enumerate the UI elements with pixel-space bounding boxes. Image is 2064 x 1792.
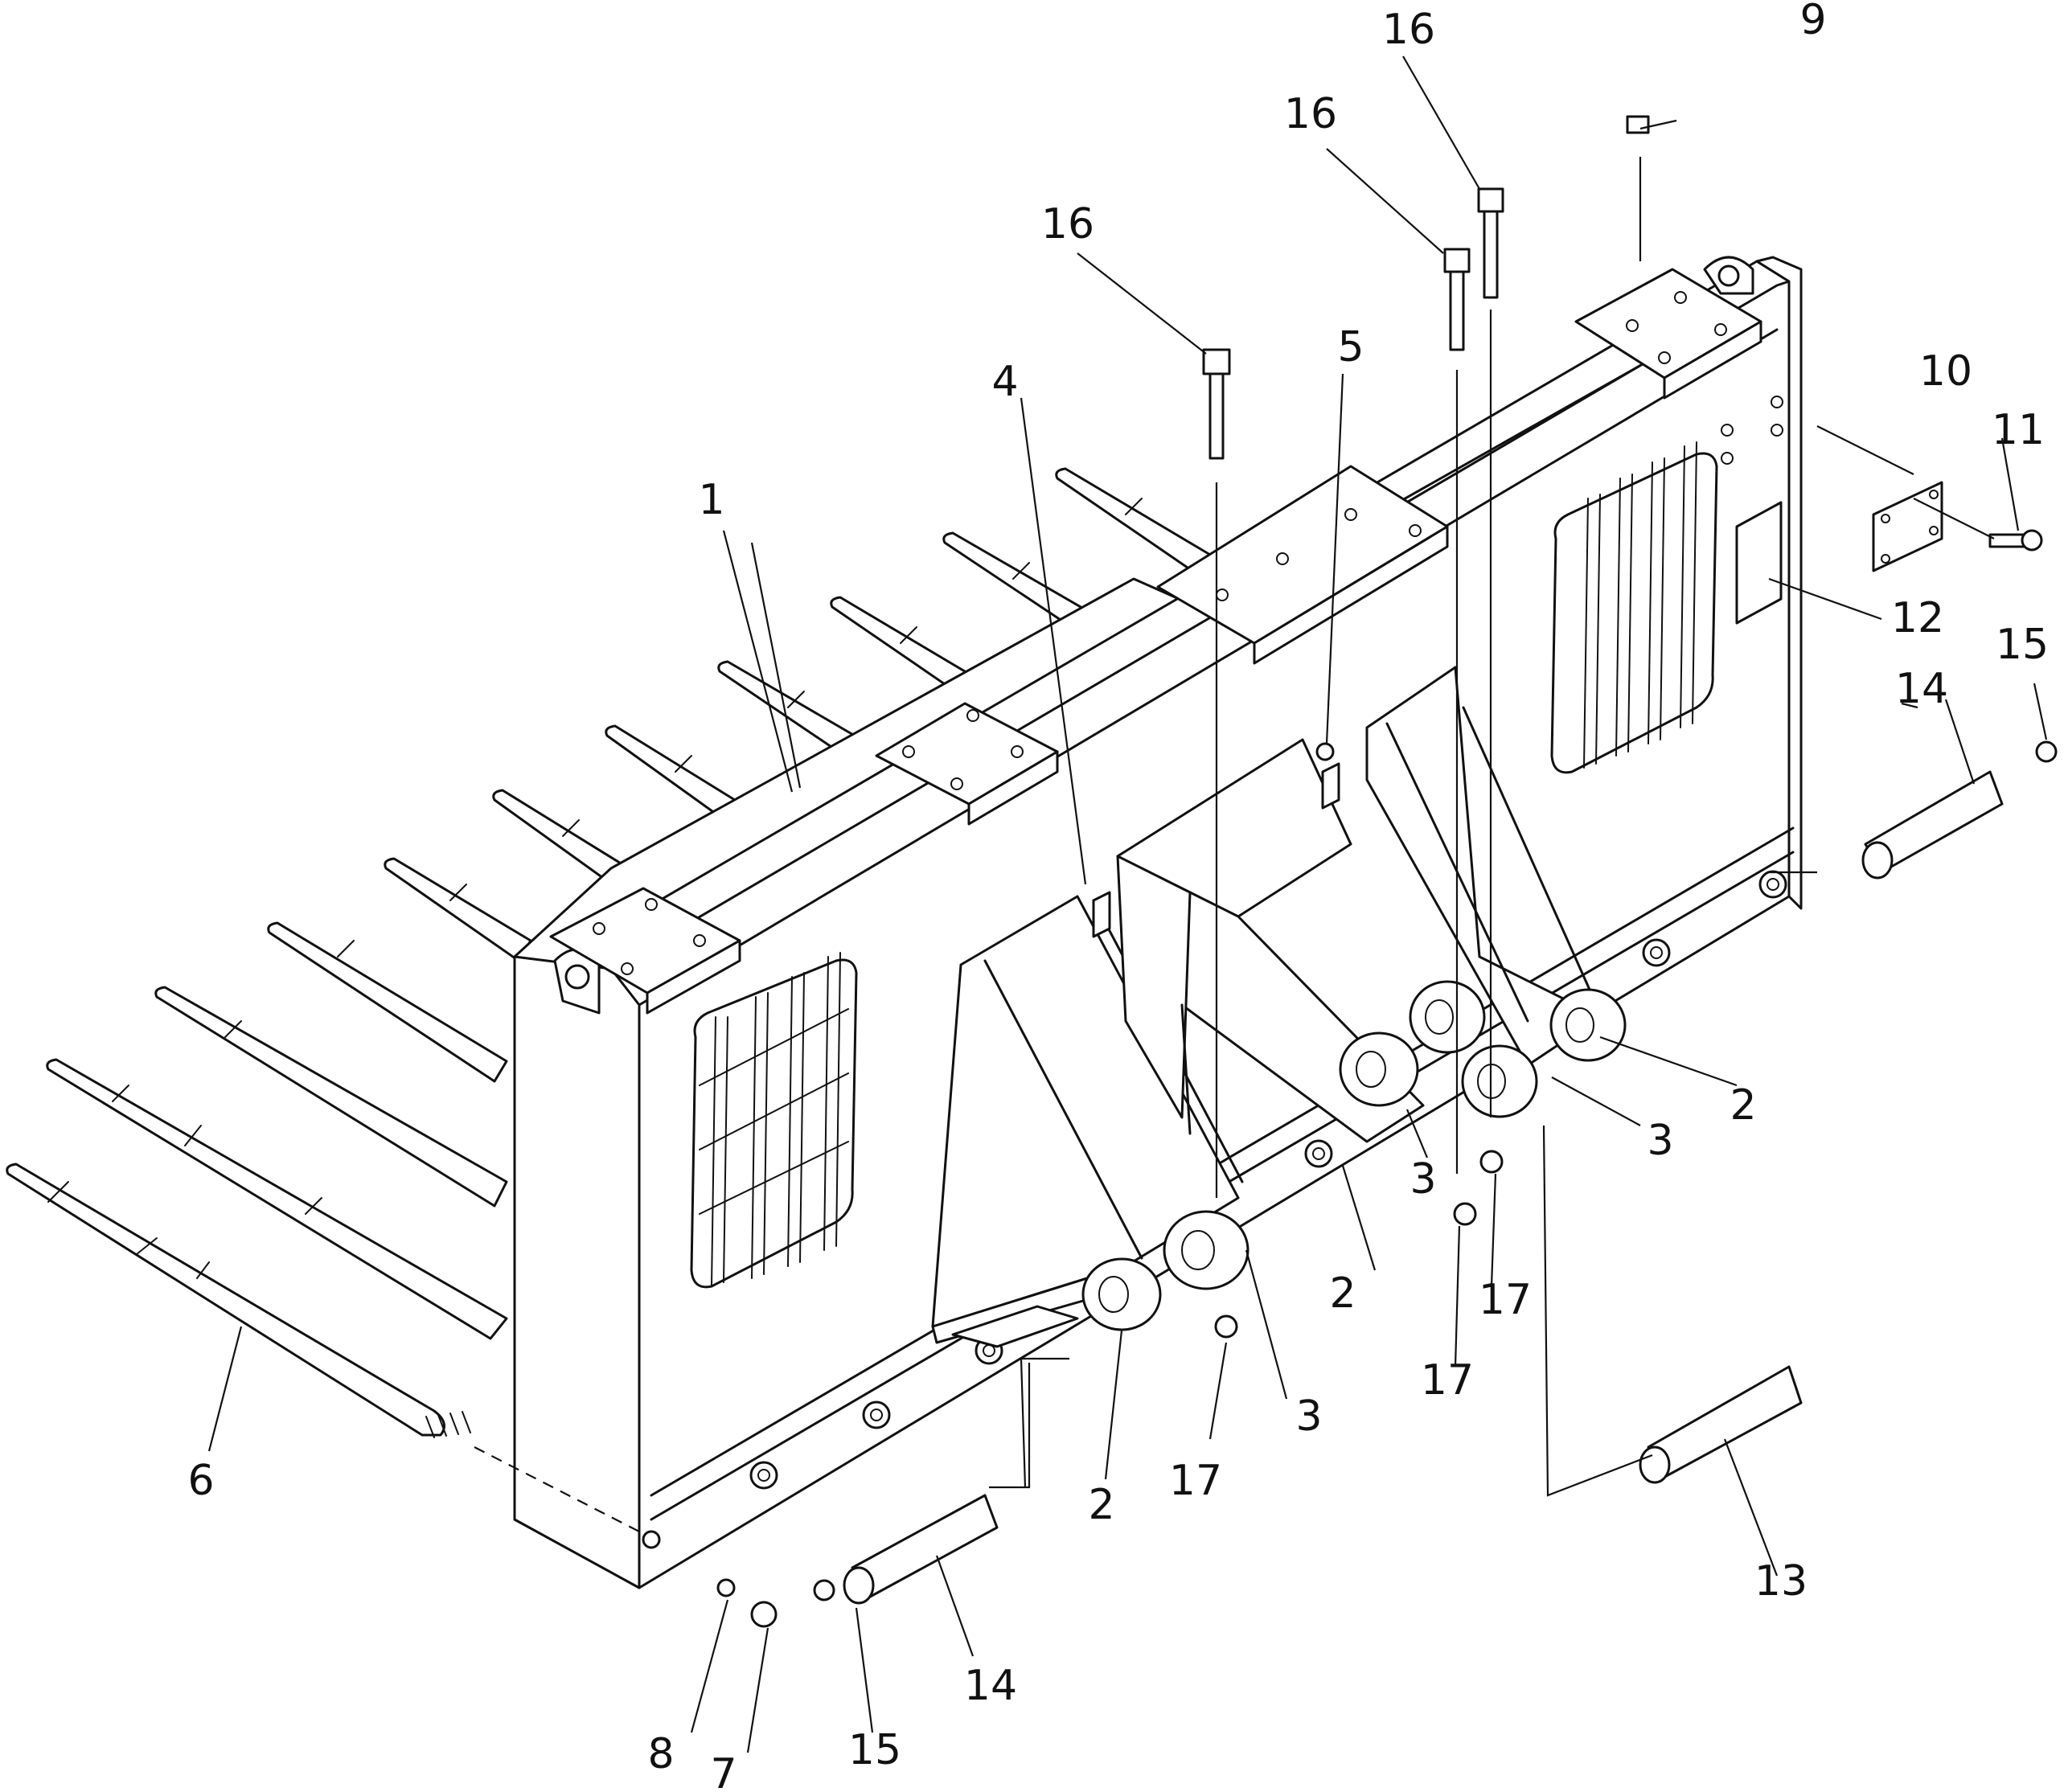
- small-hardware-7-8-15: [716, 740, 2058, 1628]
- callout-5: 5: [1337, 323, 1364, 371]
- callout-15: 15: [1996, 621, 2049, 669]
- callout-3: 3: [1647, 1117, 1673, 1165]
- callout-15: 15: [848, 1726, 901, 1774]
- callout-1: 1: [698, 476, 724, 524]
- callout-11: 11: [1992, 406, 2045, 454]
- callout-12: 12: [1891, 594, 1944, 642]
- callout-17: 17: [1479, 1276, 1532, 1324]
- grease-fitting-9: [1626, 115, 1650, 134]
- bolts-16: [1202, 187, 1504, 460]
- callout-9: 9: [1799, 0, 1826, 44]
- callout-14: 14: [964, 1662, 1017, 1710]
- callout-2: 2: [1329, 1269, 1356, 1318]
- pins-13-14: [843, 770, 2004, 1605]
- callout-2: 2: [1088, 1481, 1114, 1529]
- top-mounting-plates: [549, 268, 1762, 1015]
- frame-windows: [690, 441, 1718, 1289]
- callout-2: 2: [1730, 1081, 1756, 1130]
- callout-16: 16: [1041, 200, 1094, 248]
- nuts-17: [1214, 1150, 1504, 1339]
- callout-3: 3: [1295, 1392, 1322, 1441]
- callout-4: 4: [991, 358, 1018, 406]
- callout-7: 7: [710, 1750, 737, 1792]
- fork-tines: [6, 467, 1212, 1438]
- callout-3: 3: [1410, 1155, 1436, 1204]
- label-plate-12: [1721, 396, 1783, 625]
- callouts: 1 2 2 2 3 3 3 4 5 6 7 8 9 10 11 12 13 14…: [187, 0, 2049, 1792]
- callout-17: 17: [1169, 1457, 1222, 1505]
- cover-plate-10: [1872, 481, 1943, 572]
- callout-17: 17: [1421, 1356, 1474, 1404]
- leader-lines: [207, 55, 2048, 1753]
- callout-14: 14: [1895, 665, 1948, 713]
- callout-13: 13: [1754, 1557, 1808, 1605]
- callout-6: 6: [187, 1457, 214, 1505]
- callout-10: 10: [1919, 347, 1972, 396]
- callout-16: 16: [1382, 6, 1435, 54]
- bushings: [1081, 980, 1627, 1331]
- callout-16: 16: [1284, 90, 1337, 138]
- callout-8: 8: [647, 1730, 674, 1778]
- left-bracket: [931, 895, 1244, 1348]
- keeper-plates: [1092, 742, 1340, 938]
- lifting-lugs: [553, 256, 1754, 1015]
- bolt-11: [1988, 529, 2043, 552]
